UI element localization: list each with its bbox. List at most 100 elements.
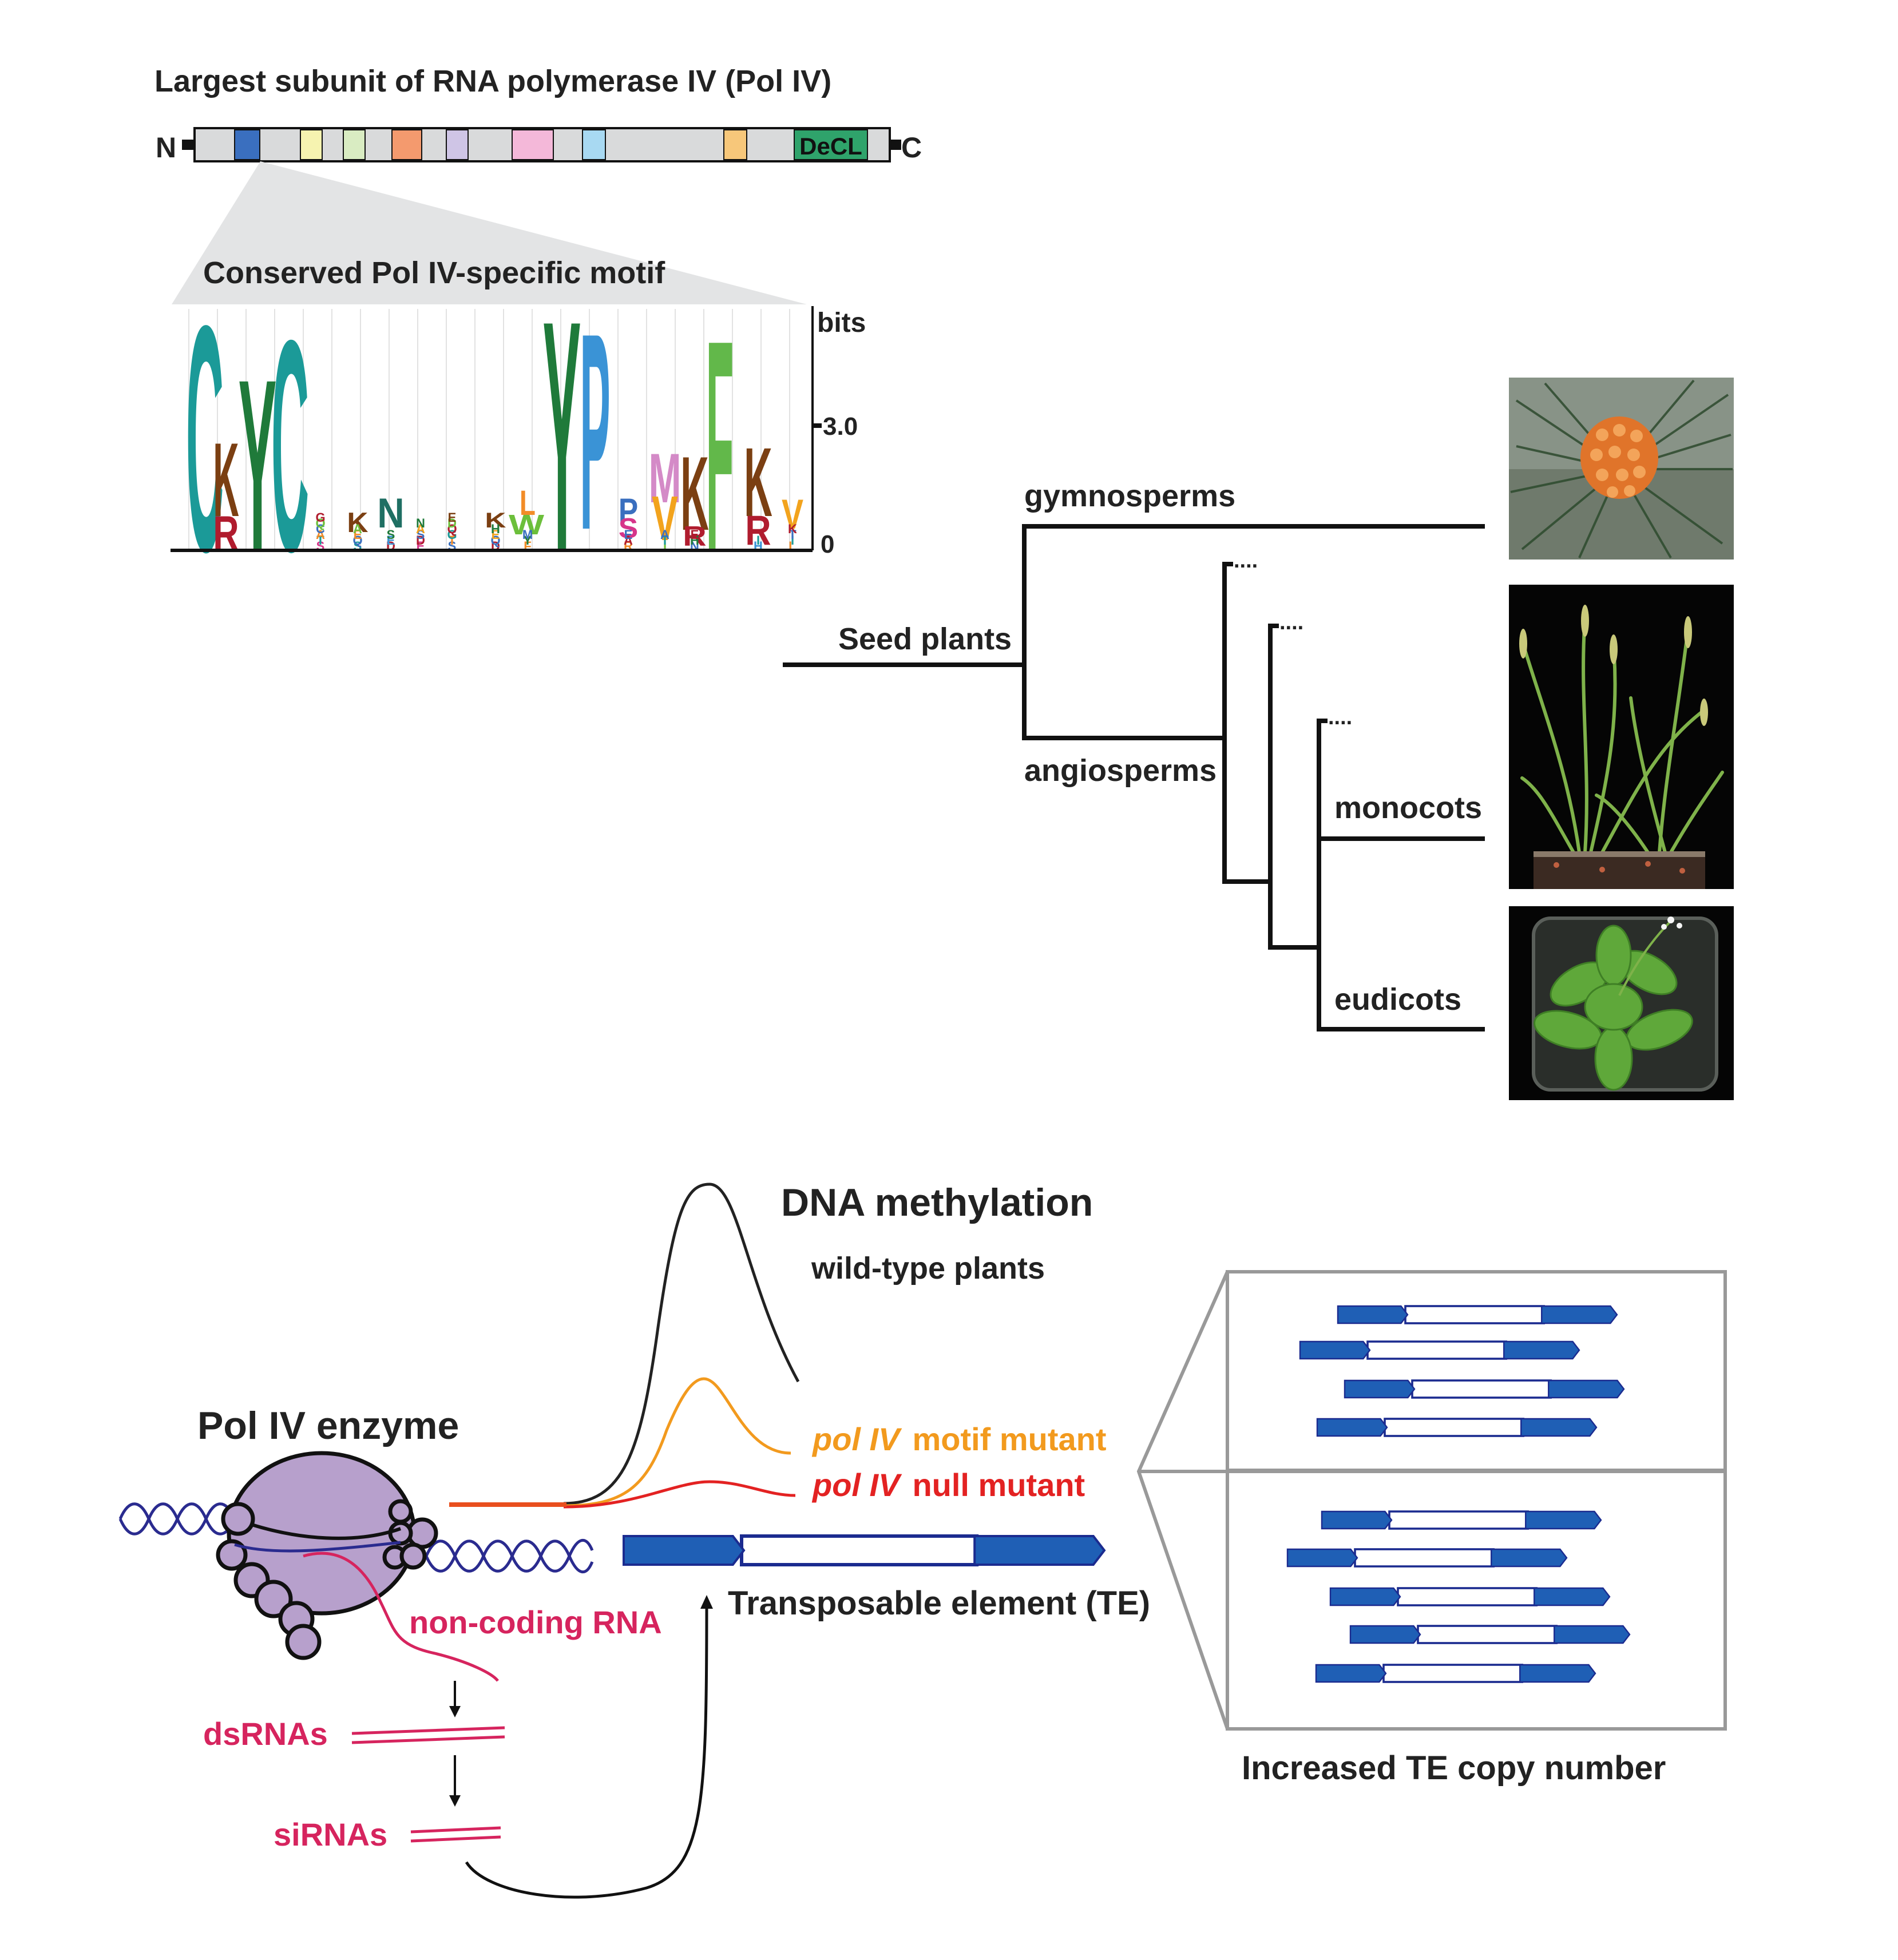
zoom-wedge (172, 161, 807, 304)
tree-ellipsis-1: .... (1234, 549, 1258, 573)
te-right-ltr (973, 1535, 1106, 1566)
logo-minor-letter: I (791, 533, 794, 547)
logo-minor-letter: T (448, 533, 456, 547)
decl-domain-label: DeCL (799, 133, 862, 160)
logo-letter-k: K (680, 435, 709, 552)
logo-minor-letter: S (387, 527, 395, 542)
logo-minor-letter: D (416, 533, 425, 547)
arrow-head (449, 1706, 461, 1717)
te-right-ltr (1548, 1379, 1625, 1399)
te-left-ltr (1316, 1418, 1388, 1437)
arrow-head (449, 1795, 461, 1807)
te-left-ltr (1286, 1548, 1358, 1568)
logo-letter-v: V (782, 490, 803, 538)
pol-iv-enzyme-title: Pol IV enzyme (197, 1404, 459, 1447)
logo-letter-k: K (485, 509, 506, 532)
logo-minor-letter: Y (524, 533, 532, 547)
motif-title: Conserved Pol IV-specific motif (203, 256, 665, 290)
domain-box (300, 129, 323, 160)
dsrna-label: dsRNAs (203, 1716, 328, 1752)
logo-minor-letter: T (316, 533, 324, 547)
phylogeny-labels: Seed plants gymnosperms angiosperms mono… (838, 479, 1482, 1017)
logo-letter-p: P (619, 491, 638, 530)
te-label: Transposable element (TE) (728, 1585, 1150, 1622)
te-body (1384, 1418, 1525, 1437)
te-body (1417, 1625, 1558, 1644)
domain-box (391, 129, 422, 160)
te-copy (1349, 1625, 1631, 1644)
te-copy (1344, 1379, 1625, 1399)
tree-label-eudicots: eudicots (1334, 982, 1461, 1017)
te-left-ltr (1315, 1664, 1387, 1683)
logo-minor-letter: E (492, 527, 500, 542)
logo-minor-letter: I (756, 533, 760, 547)
logo-minor-letter: A (416, 522, 425, 536)
sirna-strand (410, 1835, 501, 1843)
dna-methylation-title: DNA methylation (781, 1181, 1093, 1224)
logo-letter-k: K (213, 422, 239, 539)
logo-tick-zero-label: 0 (821, 530, 834, 558)
te-body (1411, 1379, 1552, 1399)
logo-letter-y: Y (543, 252, 581, 621)
pol-iv-enzyme (216, 1451, 438, 1660)
decl-domain-box (794, 129, 868, 160)
te-copy (1337, 1305, 1618, 1324)
domain-box (446, 129, 469, 160)
logo-letter-k: K (744, 427, 772, 537)
logo-minor-letter: E (354, 527, 362, 542)
enzyme-top-line (251, 1523, 401, 1540)
logo-minor-letter: A (660, 527, 669, 542)
phylogeny-panel (783, 524, 1485, 1031)
tree-ellipsis-2: .... (1279, 610, 1303, 634)
te-right-ltr (1525, 1510, 1602, 1530)
noncoding-rna-label: non-coding RNA (409, 1604, 662, 1640)
te-left-ltr (1321, 1510, 1393, 1530)
logo-minor-letter: T (788, 527, 797, 542)
arabidopsis-rosette-photo (1509, 906, 1734, 1100)
te-right-ltr (1520, 1418, 1598, 1437)
logo-letter-k: K (347, 507, 368, 538)
c-terminus-stub (890, 140, 901, 150)
sirna-strand (410, 1826, 501, 1834)
logo-letter-w: W (509, 510, 544, 541)
te-body (1397, 1587, 1538, 1606)
c-terminus-label: C (901, 132, 922, 164)
te-right-ltr (1491, 1548, 1568, 1568)
null-mutant-curve (563, 1480, 796, 1509)
logo-letter-c: C (186, 258, 224, 619)
wild-type-label: wild-type plants (811, 1251, 1045, 1285)
logo-minor-letter: E (624, 527, 633, 542)
logo-letter-r: R (213, 506, 239, 561)
te-left-ltr (1299, 1340, 1371, 1360)
te-body (740, 1534, 979, 1566)
logo-tick-mid-label: 3.0 (823, 412, 858, 441)
domain-box (343, 129, 366, 160)
domain-box (512, 129, 554, 160)
dna-helix-strand (425, 1538, 594, 1573)
n-terminus-label: N (156, 132, 176, 164)
logo-letter-r: R (745, 507, 771, 554)
te-left-ltr (623, 1535, 746, 1566)
logo-minor-letter: C (316, 522, 325, 536)
te-right-ltr (1534, 1587, 1611, 1606)
logo-minor-letter: M (522, 527, 533, 542)
te-body (1388, 1510, 1530, 1530)
tree-label-gymnosperms: gymnosperms (1024, 479, 1235, 513)
logo-minor-letter: Q (447, 522, 457, 536)
dsrna-strand (351, 1726, 505, 1735)
te-body (1382, 1664, 1524, 1683)
te-right-ltr (1503, 1340, 1580, 1360)
te-copy (1316, 1418, 1598, 1437)
te-left-ltr (1329, 1587, 1401, 1606)
logo-minor-letter: A (353, 522, 362, 536)
logo-minor-letter: Q (490, 533, 500, 547)
motif-mutant-label-italic: pol IV (811, 1421, 902, 1457)
te-left-ltr (1344, 1379, 1416, 1399)
logo-minor-letter: Q (352, 533, 362, 547)
te-copy-number-label: Increased TE copy number (1242, 1749, 1666, 1787)
logo-letter-s: S (619, 513, 638, 544)
te-copy (1329, 1587, 1611, 1606)
